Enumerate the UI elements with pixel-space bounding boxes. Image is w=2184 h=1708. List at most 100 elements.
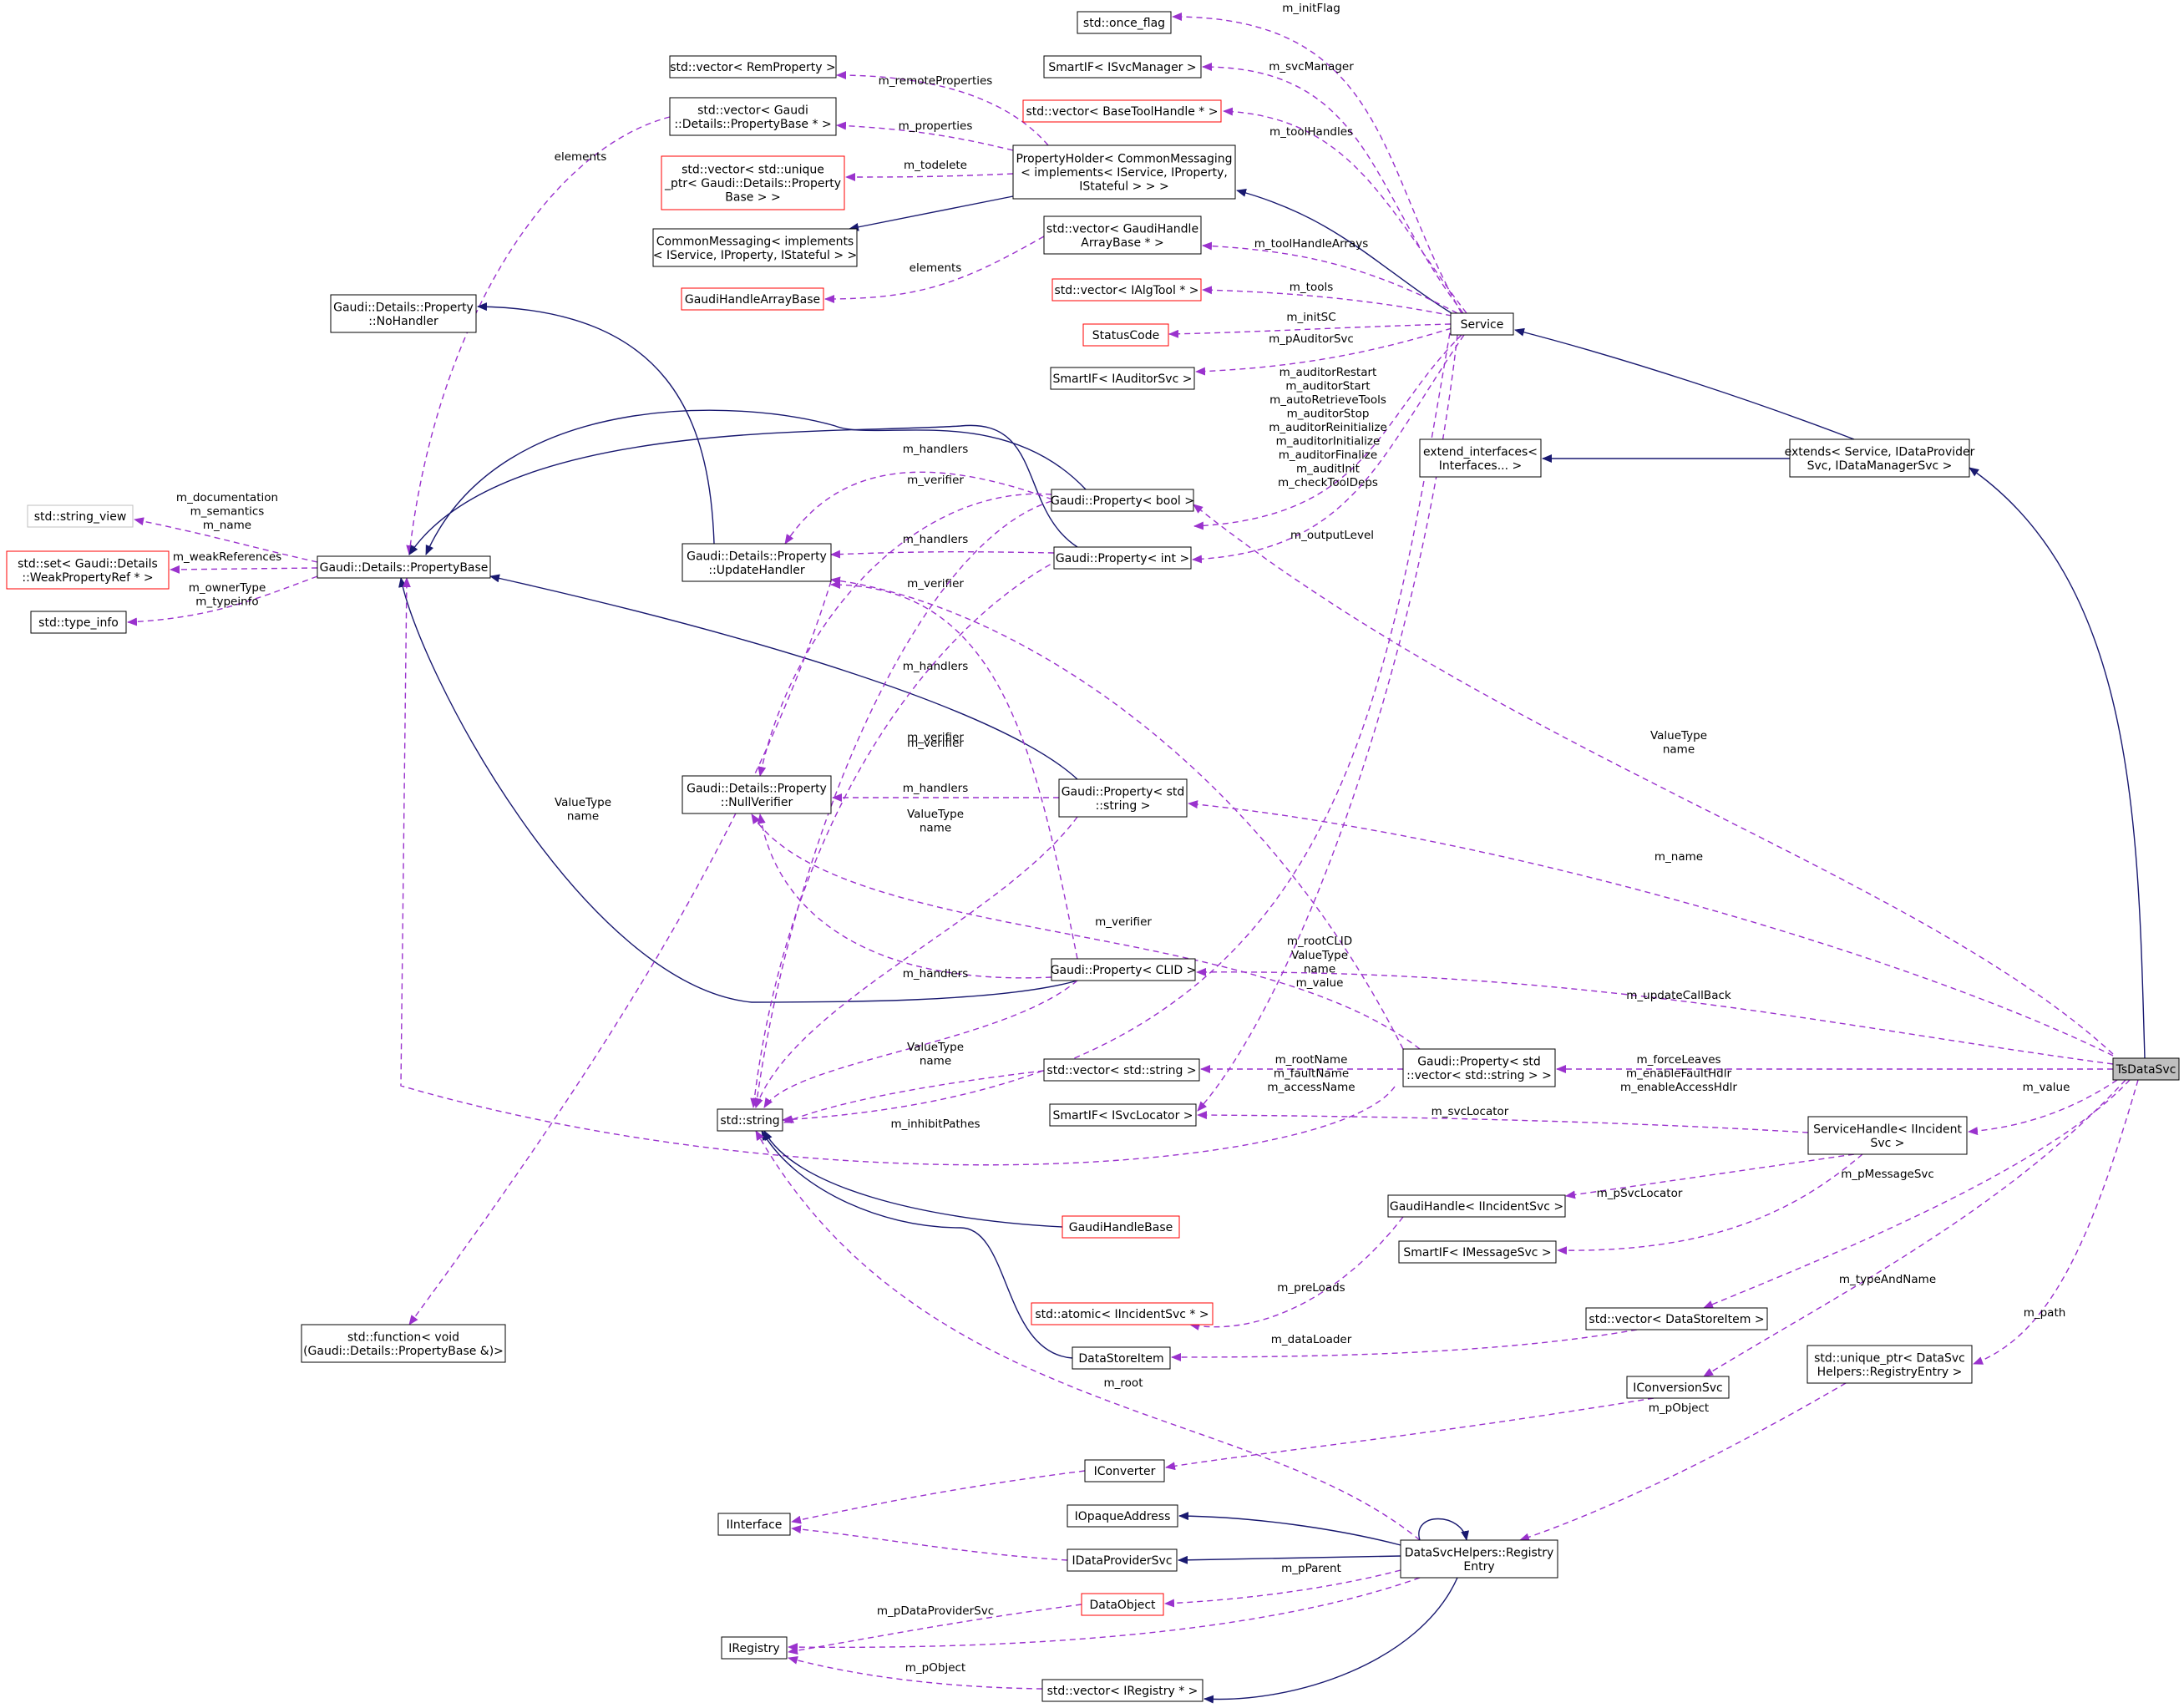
class-node-extends-service-idataprovider-svc-idatamanagersvc[interactable]: extends< Service, IDataProviderSvc, IDat… <box>1785 438 1975 478</box>
class-node-gaudi-details-propertybase[interactable]: Gaudi::Details::PropertyBase <box>317 555 491 579</box>
class-node-box <box>1043 55 1202 79</box>
class-node-std-function-void-gaudi-details-propertybase[interactable]: std::function< void(Gaudi::Details::Prop… <box>301 1324 506 1363</box>
edge-path <box>406 116 671 555</box>
edge-label: m_typeAndName <box>1839 1273 1936 1286</box>
member-edge: m_rootCLID <box>1197 334 1458 1112</box>
member-edge: m_forceLeavesm_enableFaultHdlrm_enableAc… <box>1556 1053 2113 1094</box>
edge-path <box>477 302 715 545</box>
class-node-servicehandle-iincident-svc[interactable]: ServiceHandle< IIncidentSvc > <box>1807 1116 1968 1155</box>
class-node-idataprovidersvc[interactable]: IDataProviderSvc <box>1067 1548 1178 1572</box>
class-node-gaudi-property-clid[interactable]: Gaudi::Property< CLID > <box>1051 958 1197 981</box>
class-node-extend-interfaces-interfaces[interactable]: extend_interfaces<Interfaces... > <box>1419 438 1542 478</box>
edge-path <box>1164 1569 1401 1608</box>
edge-label: elements <box>555 150 607 164</box>
inheritance-edge <box>1236 189 1452 314</box>
class-node-propertyholder-commonmessaging-implements-iservice-iproperty-istateful[interactable]: PropertyHolder< CommonMessaging< impleme… <box>1012 144 1236 200</box>
class-node-label: std::vector< IRegistry * > <box>1047 1685 1198 1698</box>
member-edge: m_pMessageSvc <box>1703 1079 2131 1309</box>
class-node-std-unique-ptr-datasvc-helpers-registryentry[interactable]: std::unique_ptr< DataSvcHelpers::Registr… <box>1806 1345 1973 1384</box>
class-node-gaudi-details-property-nullverifier[interactable]: Gaudi::Details::Property::NullVerifier <box>682 775 832 814</box>
class-node-smartif-imessagesvc[interactable]: SmartIF< IMessageSvc > <box>1398 1240 1557 1264</box>
class-node-commonmessaging-implements-iservice-iproperty-istateful[interactable]: CommonMessaging< implements< IService, I… <box>652 228 858 267</box>
member-edge: m_auditorRestartm_auditorStartm_autoRetr… <box>1193 334 1462 530</box>
class-node-dataobject[interactable]: DataObject <box>1081 1593 1164 1616</box>
class-node-label: PropertyHolder< CommonMessaging <box>1016 153 1232 166</box>
class-node-gaudi-details-property-nohandler[interactable]: Gaudi::Details::Property::NoHandler <box>330 294 477 333</box>
class-node-box <box>1084 1459 1165 1482</box>
class-node-std-once-flag[interactable]: std::once_flag <box>1077 11 1172 34</box>
edge-path <box>1202 63 1464 314</box>
edge-label: m_verifier <box>907 474 964 487</box>
class-node-smartif-iauditorsvc[interactable]: SmartIF< IAuditorSvc > <box>1050 367 1195 390</box>
class-node-box <box>1051 489 1194 512</box>
class-node-std-vector-std-unique-ptr-gaudi-details-property-base[interactable]: std::vector< std::unique_ptr< Gaudi::Det… <box>661 155 845 210</box>
edge-label: m_toolHandles <box>1269 125 1353 139</box>
edge-path <box>761 1130 1073 1359</box>
class-node-std-vector-remproperty[interactable]: std::vector< RemProperty > <box>669 55 837 79</box>
class-node-iinterface[interactable]: IInterface <box>717 1513 791 1536</box>
edge-label: name <box>1663 743 1695 757</box>
inheritance-edge <box>1178 1555 1401 1564</box>
member-edge: m_pObject <box>1519 1382 1847 1542</box>
class-node-gaudi-property-int[interactable]: Gaudi::Property< int > <box>1053 546 1192 570</box>
class-node-datastoreitem[interactable]: DataStoreItem <box>1072 1346 1171 1370</box>
edge-label: m_auditorFinalize <box>1279 449 1377 462</box>
class-node-std-vector-iregistry[interactable]: std::vector< IRegistry * > <box>1041 1679 1203 1702</box>
class-node-std-vector-ialgtool[interactable]: std::vector< IAlgTool * > <box>1051 278 1202 302</box>
class-node-statuscode[interactable]: StatusCode <box>1082 323 1169 347</box>
class-node-smartif-isvcmanager[interactable]: SmartIF< ISvcManager > <box>1043 55 1202 79</box>
class-node-gaudihandle-iincidentsvc[interactable]: GaudiHandle< IIncidentSvc > <box>1387 1194 1566 1218</box>
class-node-std-set-gaudi-details-weakpropertyref[interactable]: std::set< Gaudi::Details::WeakPropertyRe… <box>6 550 170 590</box>
member-edge <box>788 1577 1421 1652</box>
member-edge: m_handlers <box>784 443 1053 545</box>
class-node-iopaqueaddress[interactable]: IOpaqueAddress <box>1067 1504 1178 1528</box>
class-node-gaudi-property-std-vector-std-string[interactable]: Gaudi::Property< std::vector< std::strin… <box>1402 1048 1556 1087</box>
class-node-std-vector-datastoreitem[interactable]: std::vector< DataStoreItem > <box>1585 1307 1768 1330</box>
class-node-tsdatasvc[interactable]: TsDataSvc <box>2112 1057 2180 1081</box>
edge-path <box>398 577 1078 1003</box>
edge-path <box>1193 334 1462 530</box>
class-node-std-string[interactable]: std::string <box>717 1108 783 1132</box>
edge-label: m_faultName <box>1274 1067 1349 1081</box>
class-node-gaudi-property-std-string[interactable]: Gaudi::Property< std::string > <box>1058 778 1188 818</box>
class-node-std-vector-std-string[interactable]: std::vector< std::string > <box>1043 1058 1200 1082</box>
class-node-std-string-view[interactable]: std::string_view <box>27 504 134 528</box>
class-node-std-vector-gaudihandle-arraybase[interactable]: std::vector< GaudiHandleArrayBase * > <box>1043 215 1202 255</box>
member-edge: m_handlers <box>830 576 1404 1050</box>
edge-label: m_name <box>1654 850 1703 864</box>
class-node-label: GaudiHandleArrayBase <box>685 293 820 307</box>
class-node-std-vector-basetoolhandle[interactable]: std::vector< BaseToolHandle * > <box>1022 99 1222 123</box>
class-node-gaudihandlearraybase[interactable]: GaudiHandleArrayBase <box>681 287 824 311</box>
class-node-label: std::vector< RemProperty > <box>670 61 835 74</box>
class-node-datasvchelpers-registry-entry[interactable]: DataSvcHelpers::RegistryEntry <box>1400 1539 1558 1579</box>
edge-path <box>1418 1518 1469 1541</box>
class-node-label: GaudiHandle< IIncidentSvc > <box>1390 1200 1563 1214</box>
class-node-std-vector-gaudi-details-propertybase[interactable]: std::vector< Gaudi::Details::PropertyBas… <box>669 97 837 136</box>
class-node-label: std::once_flag <box>1083 17 1165 30</box>
class-node-gaudi-property-bool[interactable]: Gaudi::Property< bool > <box>1051 489 1194 512</box>
class-node-iconversionsvc[interactable]: IConversionSvc <box>1626 1376 1730 1399</box>
class-node-label: ::string > <box>1096 799 1151 813</box>
class-node-service[interactable]: Service <box>1450 312 1514 336</box>
member-edge: m_updateCallBack <box>1196 967 2114 1065</box>
member-edge: m_toolHandles <box>1223 107 1467 314</box>
class-node-iregistry[interactable]: IRegistry <box>721 1636 788 1660</box>
edge-path <box>489 574 1078 780</box>
class-node-label: IInterface <box>727 1518 783 1532</box>
class-node-label: Base > > <box>725 191 780 205</box>
edge-label: m_pMessageSvc <box>1841 1168 1934 1181</box>
class-node-label: std::vector< Gaudi <box>697 104 808 117</box>
class-node-gaudi-details-property-updatehandler[interactable]: Gaudi::Details::Property::UpdateHandler <box>682 543 832 582</box>
class-node-label: std::vector< GaudiHandle <box>1046 222 1198 236</box>
class-node-std-type-info[interactable]: std::type_info <box>30 611 127 634</box>
class-node-gaudihandlebase[interactable]: GaudiHandleBase <box>1062 1215 1180 1239</box>
edge-path <box>788 1604 1082 1655</box>
member-edge <box>400 577 1396 1166</box>
class-node-std-atomic-iincidentsvc[interactable]: std::atomic< IIncidentSvc * > <box>1031 1302 1214 1325</box>
class-node-label: IOpaqueAddress <box>1075 1510 1171 1523</box>
class-node-iconverter[interactable]: IConverter <box>1084 1459 1165 1482</box>
class-node-smartif-isvclocator[interactable]: SmartIF< ISvcLocator > <box>1049 1103 1197 1127</box>
edge-label: m_outputLevel <box>1290 529 1374 542</box>
edge-path <box>788 1577 1421 1652</box>
